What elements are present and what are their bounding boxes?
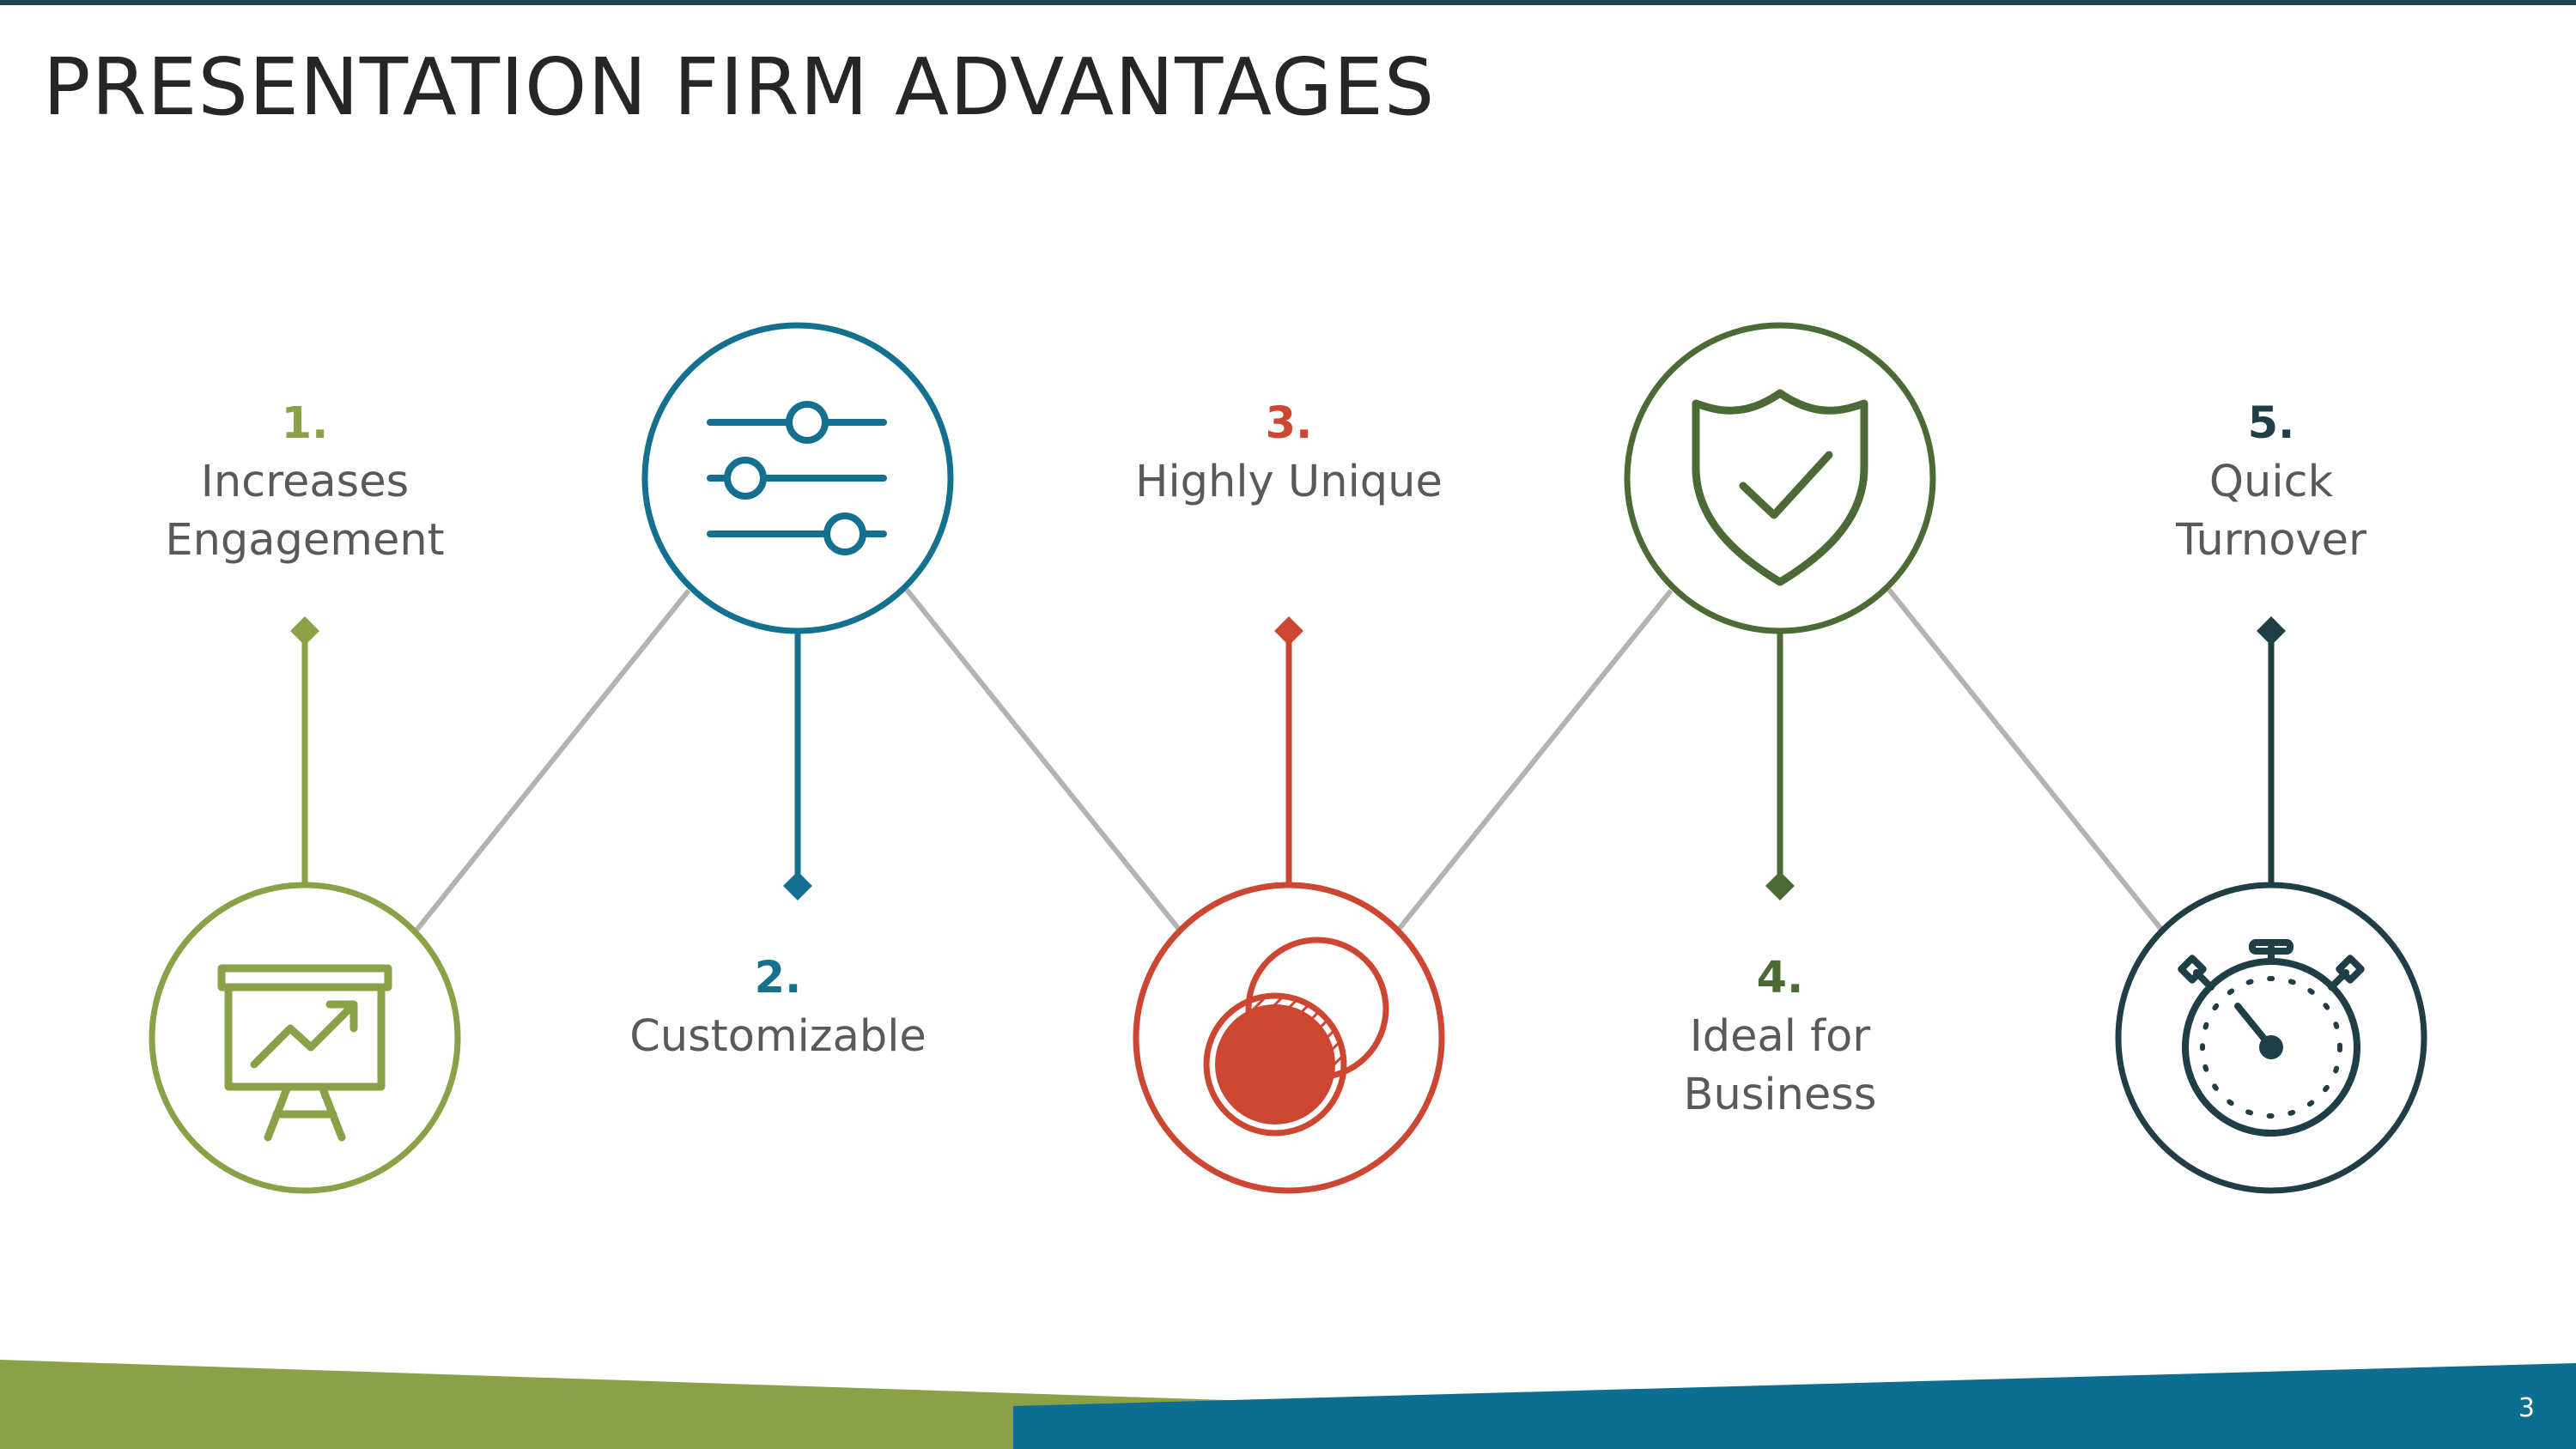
step-5-label: 5. Quick Turnover: [2031, 395, 2512, 570]
step-3-number: 3.: [1265, 398, 1313, 449]
step-2-label: 2. Customizable: [538, 949, 1018, 1066]
connector-2-3: [904, 588, 1183, 933]
band-blue: [1013, 1363, 2576, 1449]
step-2-node: [641, 322, 954, 900]
presentation-chart-icon: [217, 964, 392, 1142]
step-4-node: [1624, 322, 1936, 900]
step-1-text-line-1: Increases: [200, 457, 410, 507]
step-5-text-line-2: Turnover: [2176, 515, 2366, 566]
step-5-text-line-1: Quick: [2208, 457, 2334, 507]
step-4-number: 4.: [1756, 953, 1804, 1003]
top-rule: [0, 0, 2576, 5]
page-number: 3: [2518, 1393, 2535, 1423]
step-1-number: 1.: [281, 398, 329, 449]
connector-3-4: [1394, 589, 1674, 933]
step-1-node: [149, 616, 461, 1194]
sliders-icon: [707, 401, 887, 555]
step-3-text-line-1: Highly Unique: [1135, 457, 1443, 507]
step-3-node: [1133, 616, 1445, 1194]
step-5-node: [2115, 616, 2427, 1194]
overlapping-circles-icon: [1203, 937, 1389, 1137]
step-2-number: 2.: [754, 953, 802, 1003]
step-4-text-line-2: Business: [1683, 1070, 1877, 1120]
connector-1-2: [413, 589, 691, 933]
connector-4-5: [1886, 588, 2166, 933]
step-5-diamond: [2257, 616, 2286, 646]
shield-check-icon: [1692, 389, 1868, 586]
step-1-diamond: [290, 616, 319, 646]
step-4-label: 4. Ideal for Business: [1540, 949, 2020, 1125]
step-3-label: 3. Highly Unique: [1048, 395, 1529, 512]
stopwatch-icon: [2178, 939, 2365, 1137]
step-4-text-line-1: Ideal for: [1689, 1011, 1871, 1062]
step-2-text-line-1: Customizable: [629, 1011, 927, 1062]
step-5-number: 5.: [2247, 398, 2295, 449]
step-1-label: 1. Increases Engagement: [64, 395, 545, 570]
slide-title: PRESENTATION FIRM ADVANTAGES: [43, 41, 1436, 133]
bottom-band: [0, 1360, 2576, 1449]
step-1-text-line-2: Engagement: [165, 515, 445, 566]
step-3-diamond: [1274, 616, 1303, 646]
step-2-diamond: [783, 871, 812, 900]
zigzag-connectors: [413, 588, 2166, 933]
step-4-diamond: [1765, 871, 1795, 900]
